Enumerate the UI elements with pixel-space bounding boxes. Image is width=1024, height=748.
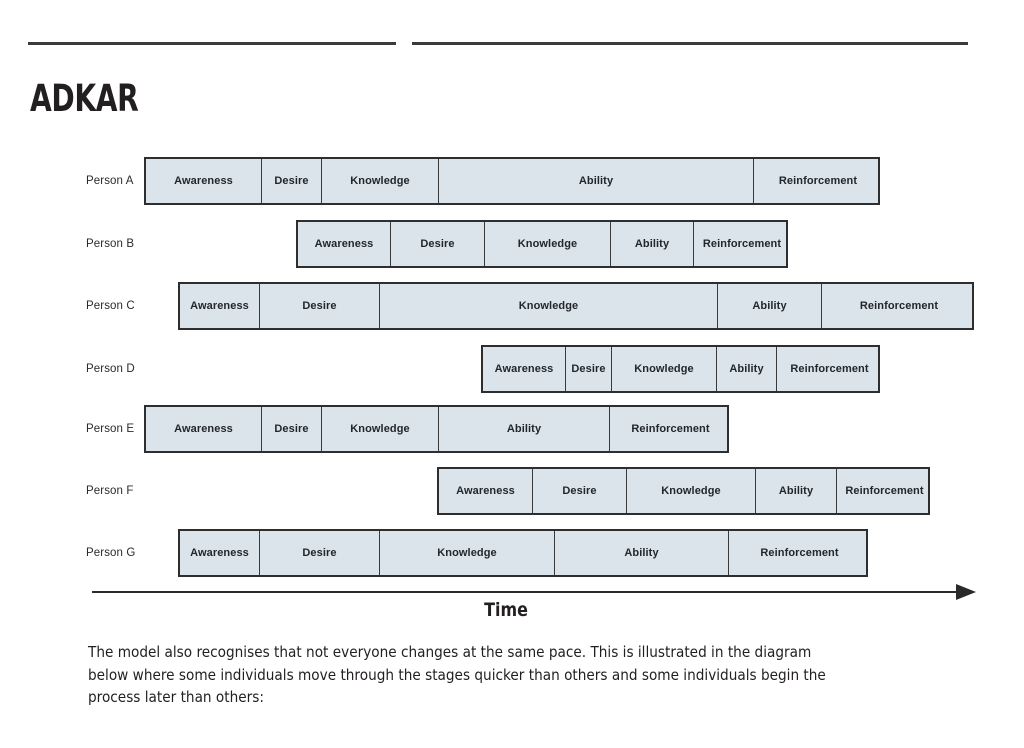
stage-segment[interactable]: Reinforcement xyxy=(778,175,858,187)
stage-segment[interactable]: Awareness xyxy=(146,159,262,203)
header-rule-right xyxy=(412,42,968,45)
stage-segment[interactable]: Awareness xyxy=(439,469,533,513)
stage-segment[interactable]: Knowledge xyxy=(627,469,756,513)
person-label: Person B xyxy=(86,238,135,250)
person-label: Person D xyxy=(86,363,135,375)
stage-segment[interactable]: Knowledge xyxy=(612,347,717,391)
stage-segment[interactable]: Ability xyxy=(756,469,837,513)
stage-segment[interactable]: Knowledge xyxy=(380,531,555,575)
stage-segment[interactable]: Ability xyxy=(717,347,777,391)
stage-segment[interactable]: Reinforcement xyxy=(859,300,939,312)
stage-segment[interactable]: Knowledge xyxy=(322,159,439,203)
person-label: Person C xyxy=(86,300,135,312)
stage-segment[interactable]: Desire xyxy=(260,531,380,575)
time-axis-label: Time xyxy=(484,599,528,621)
stage-segment[interactable]: Reinforcement xyxy=(760,547,839,559)
person-label: Person F xyxy=(86,485,134,497)
stage-segment[interactable]: Desire xyxy=(391,222,485,266)
stage-segment[interactable]: Reinforcement xyxy=(845,485,924,497)
right-arrow-icon xyxy=(956,584,976,600)
stage-segment[interactable]: Reinforcement xyxy=(790,363,869,375)
stage-segment[interactable]: Desire xyxy=(533,469,627,513)
stage-segment[interactable]: Reinforcement xyxy=(631,423,710,435)
person-label: Person G xyxy=(86,547,136,559)
body-paragraph: The model also recognises that not every… xyxy=(88,643,826,706)
stage-segment[interactable]: Ability xyxy=(439,407,610,451)
person-label: Person E xyxy=(86,423,135,435)
stage-segment[interactable]: Knowledge xyxy=(322,407,439,451)
stage-segment[interactable]: Reinforcement xyxy=(702,238,782,250)
stage-segment[interactable]: Awareness xyxy=(483,347,566,391)
stage-segment[interactable]: Ability xyxy=(439,159,754,203)
person-label: Person A xyxy=(86,175,134,187)
stage-segment[interactable]: Awareness xyxy=(180,531,260,575)
stage-segment[interactable]: Ability xyxy=(718,284,822,328)
stage-segment[interactable]: Desire xyxy=(566,347,612,391)
time-axis-line xyxy=(92,591,958,593)
stage-segment[interactable]: Awareness xyxy=(298,222,391,266)
stage-segment[interactable]: Knowledge xyxy=(380,284,718,328)
stage-segment[interactable]: Ability xyxy=(611,222,694,266)
page-title: ADKAR xyxy=(30,77,139,120)
stage-segment[interactable]: Desire xyxy=(262,407,322,451)
stage-segment[interactable]: Desire xyxy=(262,159,322,203)
stage-segment[interactable]: Desire xyxy=(260,284,380,328)
stage-segment[interactable]: Knowledge xyxy=(485,222,611,266)
stage-segment[interactable]: Awareness xyxy=(180,284,260,328)
stage-segment[interactable]: Awareness xyxy=(146,407,262,451)
stage-segment[interactable]: Ability xyxy=(555,531,729,575)
header-rule-left xyxy=(28,42,396,45)
